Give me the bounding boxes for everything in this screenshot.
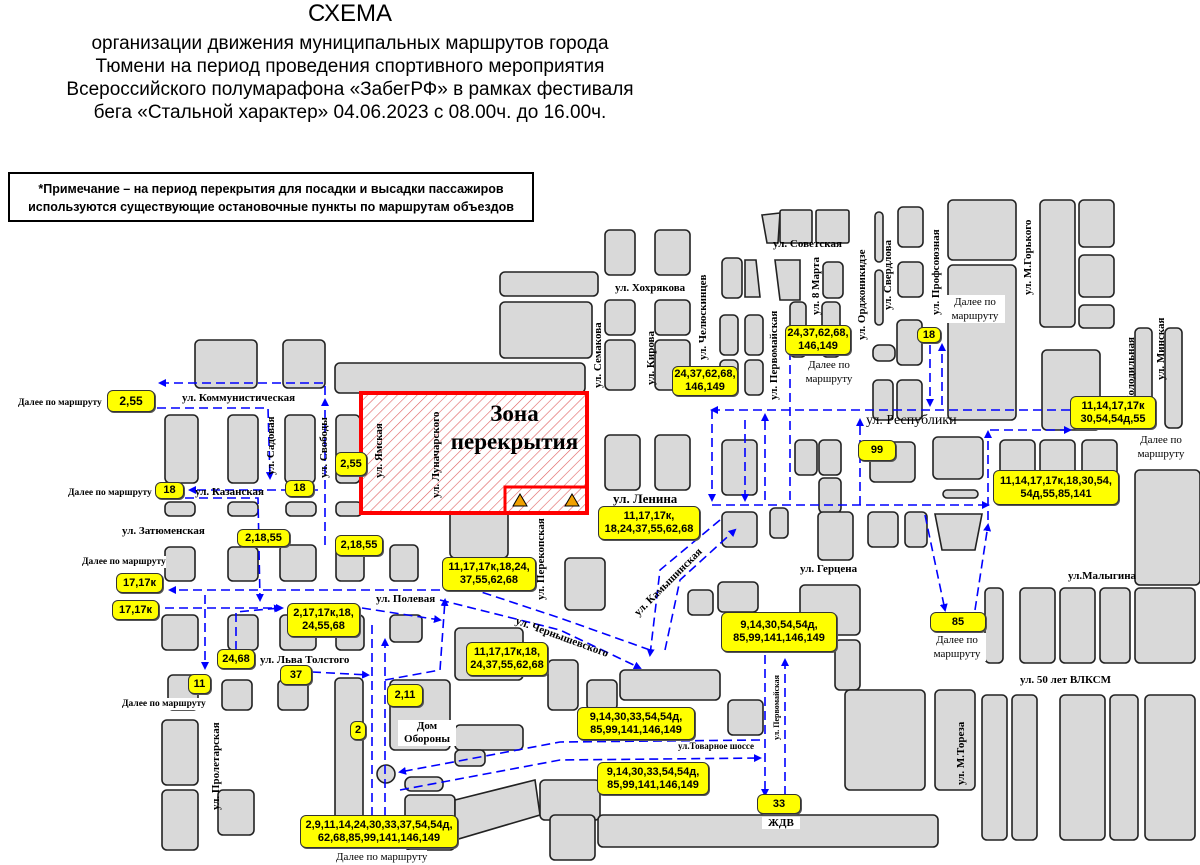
street-yamskaya: ул. Ямская — [373, 423, 385, 478]
street-tovarnoe-shosse: ул.Товарное шоссе — [678, 741, 754, 751]
route-badge: 11 — [188, 674, 211, 694]
subtitle-line: организации движения муниципальных маршр… — [91, 33, 609, 54]
scheme-heading: СХЕМА — [308, 0, 392, 27]
route-badge: 18 — [155, 482, 184, 499]
continue-route-label: Далее по маршруту — [800, 358, 858, 386]
note-line: *Примечание – на период перекрытия для п… — [38, 182, 504, 196]
detour-routes — [157, 343, 1072, 832]
street-zatyumenskaya: ул. Затюменская — [122, 525, 205, 537]
street-sovetskaya: ул. Советская — [773, 238, 842, 250]
route-badge: 17,17к — [116, 573, 163, 593]
route-badge: 2,11 — [387, 684, 423, 707]
route-badge: 11,17,17к, 18,24,37,55,62,68 — [598, 506, 700, 540]
street-sadovaya: ул. Садовая — [265, 416, 277, 475]
street-hohryakova: ул. Хохрякова — [615, 282, 686, 294]
street-gertsena: ул. Герцена — [800, 563, 858, 575]
route-badge: 99 — [858, 440, 896, 461]
continue-route-label: Далее по маршруту — [18, 397, 102, 409]
route-badge: 24,68 — [217, 649, 255, 669]
street-respubliki: ул. Республики — [866, 413, 957, 428]
route-badge: 9,14,30,54,54д, 85,99,141,146,149 — [721, 612, 837, 652]
subtitle-line: бега «Стальной характер» 04.06.2023 с 08… — [93, 102, 607, 123]
route-badge: 18 — [285, 480, 314, 497]
route-badge: 85 — [930, 612, 986, 632]
street-profsoyuznaya: ул. Профсоюзная — [930, 229, 942, 315]
street-8-marta: ул. 8 Марта — [810, 256, 822, 315]
street-minskaya: ул. Минская — [1155, 317, 1167, 380]
note-box: *Примечание – на период перекрытия для п… — [8, 172, 534, 222]
closure-zone — [359, 391, 589, 515]
note-line: используются существующие остановочные п… — [28, 200, 514, 214]
closure-zone-label: Зона перекрытия — [450, 401, 579, 454]
street-lunacharskogo: ул. Луначарского — [430, 411, 442, 498]
street-lva-tolstogo: ул. Льва Толстого — [260, 654, 350, 666]
street-polevaya: ул. Полевая — [376, 593, 436, 605]
route-badge: 11,14,17,17к 30,54,54д,55 — [1070, 396, 1156, 429]
street-m-gorkogo: ул. М.Горького — [1022, 219, 1034, 295]
route-badge: 9,14,30,33,54,54д, 85,99,141,146,149 — [597, 762, 709, 795]
route-badge: 2,55 — [107, 390, 155, 412]
route-badge: 33 — [757, 794, 801, 814]
scheme-subtitle: организации движения муниципальных маршр… — [0, 32, 700, 124]
street-sverdlova: ул. Свердлова — [882, 239, 894, 310]
route-badge: 2,55 — [335, 452, 367, 476]
route-badge: 24,37,62,68, 146,149 — [785, 325, 851, 355]
street-malygina: ул.Малыгина — [1068, 570, 1137, 582]
route-badge: 37 — [280, 665, 312, 685]
route-badge: 2,17,17к,18, 24,55,68 — [287, 603, 360, 637]
street-pervomayskaya: ул. Первомайская — [768, 310, 780, 400]
street-perekopskaya: ул. Перекопская — [535, 518, 547, 600]
route-badge: 9,14,30,33,54,54д, 85,99,141,146,149 — [577, 707, 695, 740]
route-badge: 11,17,17к,18, 24,37,55,62,68 — [466, 642, 548, 676]
continue-route-label: Далее по маршруту — [82, 556, 166, 568]
route-badge: 2,18,55 — [335, 535, 383, 556]
route-badge: 2,18,55 — [237, 529, 290, 547]
landmark-dom-oborony: Дом Обороны — [398, 720, 456, 746]
street-m-toreza: ул. М.Тореза — [955, 721, 967, 785]
route-badge: 24,37,62,68, 146,149 — [672, 366, 738, 396]
route-badge: 2 — [350, 721, 366, 740]
street-kirova: ул. Кирова — [645, 331, 657, 385]
continue-route-label: Далее по маршруту — [122, 698, 206, 710]
continue-route-label: Далее по маршруту — [1130, 433, 1192, 461]
street-kommunisticheskaya: ул. Коммунистическая — [182, 392, 296, 404]
street-svobody: ул. Свободы — [318, 417, 330, 478]
street-proletarskaya: ул. Пролетарская — [210, 722, 222, 810]
route-badge: 18 — [917, 327, 941, 343]
city-blocks — [161, 199, 1200, 861]
continue-route-label: Далее по маршруту — [68, 487, 152, 499]
street-lenina: ул. Ленина — [613, 491, 678, 506]
continue-route-label: Далее по маршруту — [336, 850, 428, 864]
street-50-let-vlksm: ул. 50 лет ВЛКСМ — [1020, 674, 1111, 686]
railway-label: ЖДВ — [762, 817, 800, 829]
route-badge: 11,14,17,17к,18,30,54, 54д,55,85,141 — [993, 470, 1119, 505]
route-badge: 2,9,11,14,24,30,33,37,54,54д, 62,68,85,9… — [300, 815, 458, 848]
continue-route-label: Далее по маршруту — [928, 633, 986, 661]
subtitle-line: Тюмени на период проведения спортивного … — [95, 56, 605, 77]
street-chelyuskintsev: ул. Челюскинцев — [697, 274, 709, 361]
subtitle-line: Всероссийского полумарафона «ЗабегРФ» в … — [66, 79, 634, 100]
route-badge: 17,17к — [112, 600, 159, 620]
street-semakova: ул. Семакова — [592, 322, 604, 388]
roadwork-icon — [512, 493, 580, 507]
street-ordzhonikidze: ул. Орджоникидзе — [856, 249, 868, 340]
route-badge: 11,17,17к,18,24, 37,55,62,68 — [442, 557, 536, 591]
street-pervomayskaya-lower: ул. Первомайская — [772, 675, 781, 740]
street-kazanskaya: ул. Казанская — [195, 486, 264, 498]
continue-route-label: Далее по маршруту — [945, 295, 1005, 323]
